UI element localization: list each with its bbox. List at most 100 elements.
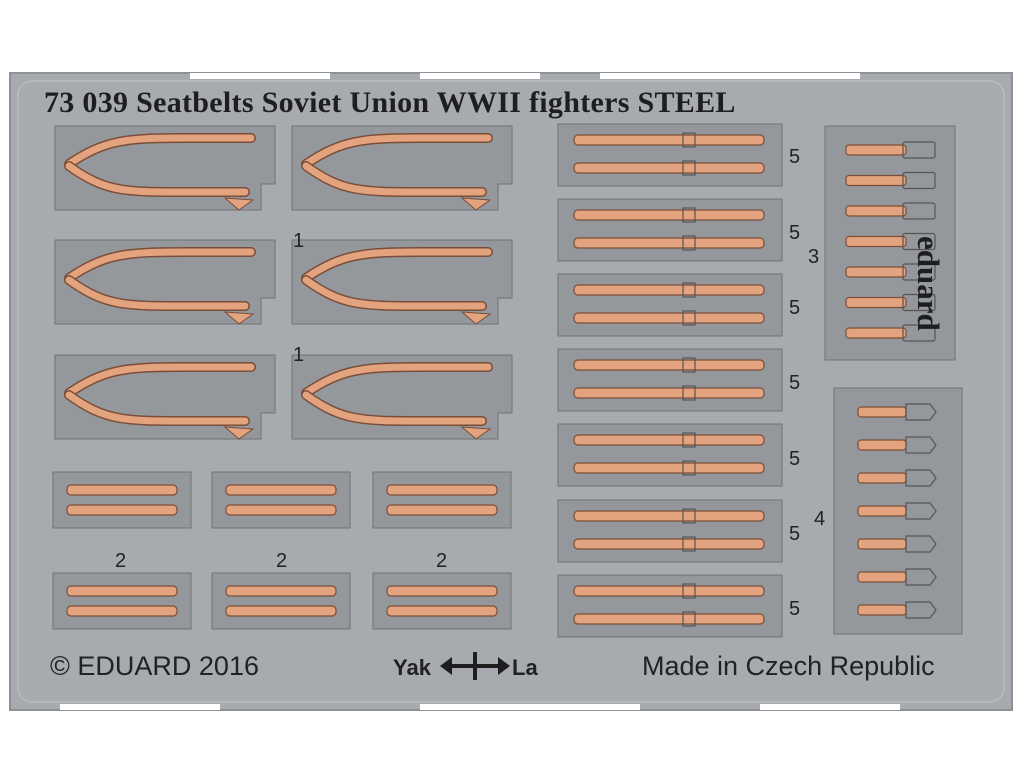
long-strap [573,312,765,324]
long-strap [573,284,765,296]
orientation-left-label: Yak [393,655,431,680]
brand-logo-text: eduard [911,236,946,331]
shoulder-belt [857,406,907,418]
short-strap [66,504,178,516]
long-strap [573,209,765,221]
buckle-triangle [460,311,492,325]
shoulder-belt-tip [905,436,937,454]
lap-belt-buckle [902,263,936,281]
buckle-triangle [460,426,492,440]
strap-adjuster [682,357,696,373]
short-strap [66,585,178,597]
fret-title: 73 039 Seatbelts Soviet Union WWII fight… [44,86,736,119]
part-number-5c: 5 [789,297,801,319]
long-strap [573,434,765,446]
shoulder-belt-tip [905,601,937,619]
long-strap [573,585,765,597]
strap-adjuster [682,583,696,599]
buckle-triangle [460,197,492,211]
short-strap [225,605,337,617]
lap-belt-buckle [902,324,936,342]
short-strap [66,605,178,617]
lap-belt [845,235,907,248]
carrier-panel [557,499,783,563]
harness-strap-lower [65,391,249,425]
carrier-panel [557,348,783,412]
harness-strap-upper [302,248,492,282]
short-strap [225,585,337,597]
harness-strap-lower [302,391,486,425]
carrier-panel [557,423,783,487]
part-number-2a: 2 [115,550,127,572]
shoulder-belt [857,571,907,583]
short-strap [66,484,178,496]
long-strap [573,134,765,146]
part-number-4: 4 [814,508,826,530]
part-number-5f: 5 [789,523,801,545]
long-strap [573,387,765,399]
carrier-panel [372,471,512,529]
part-number-5g: 5 [789,598,801,620]
fret-edge-notch [190,73,330,79]
carrier-panel [211,471,351,529]
shoulder-belt-tip [905,568,937,586]
strap-adjuster [682,508,696,524]
shoulder-belt [857,604,907,616]
shoulder-belt [857,472,907,484]
lap-belt-buckle [902,293,936,312]
buckle-triangle [223,426,255,440]
strap-adjuster [682,160,696,176]
long-strap [573,162,765,174]
carrier-panel [52,471,192,529]
harness-strap-lower [302,276,486,310]
short-strap [386,504,498,516]
part-number-2b: 2 [276,550,288,572]
buckle-triangle [223,197,255,211]
long-strap [573,538,765,550]
part-number-5d: 5 [789,372,801,394]
harness-strap-lower [65,276,249,310]
short-strap [386,484,498,496]
carrier-panel [557,123,783,187]
lap-belt [845,296,907,309]
lap-belt [845,174,907,187]
fret-edge-notch [60,704,220,710]
strap-adjuster [682,460,696,476]
short-strap [386,585,498,597]
fret-edge-notch [420,704,640,710]
strap-adjuster [682,536,696,552]
part-number-1a: 1 [293,230,305,252]
short-strap [225,484,337,496]
strap-adjuster [682,611,696,627]
lap-belt [845,144,907,156]
lap-belt-buckle [902,202,936,220]
copyright-text: © EDUARD 2016 [50,651,259,681]
part-number-5e: 5 [789,448,801,470]
harness-strap-upper [65,363,255,397]
buckle-triangle [223,311,255,325]
orientation-arrow-right-head [498,657,510,675]
carrier-panel [52,572,192,630]
short-strap [225,504,337,516]
harness-strap-lower [65,162,249,196]
made-in-text: Made in Czech Republic [642,651,935,681]
long-strap [573,462,765,474]
strap-adjuster [682,385,696,401]
harness-strap-lower [302,162,486,196]
strap-adjuster [682,207,696,223]
strap-adjuster [682,432,696,448]
shoulder-belt [857,439,907,451]
shoulder-belt-tip [905,469,937,487]
part-number-5a: 5 [789,146,801,168]
lap-belt [845,205,907,217]
part-number-3: 3 [808,246,820,268]
harness-strap-upper [65,248,255,282]
lap-belt [845,327,907,339]
strap-adjuster [682,132,696,148]
harness-strap-upper [302,363,492,397]
fret-edge-notch [420,73,540,79]
long-strap [573,613,765,625]
shoulder-belt [857,538,907,550]
